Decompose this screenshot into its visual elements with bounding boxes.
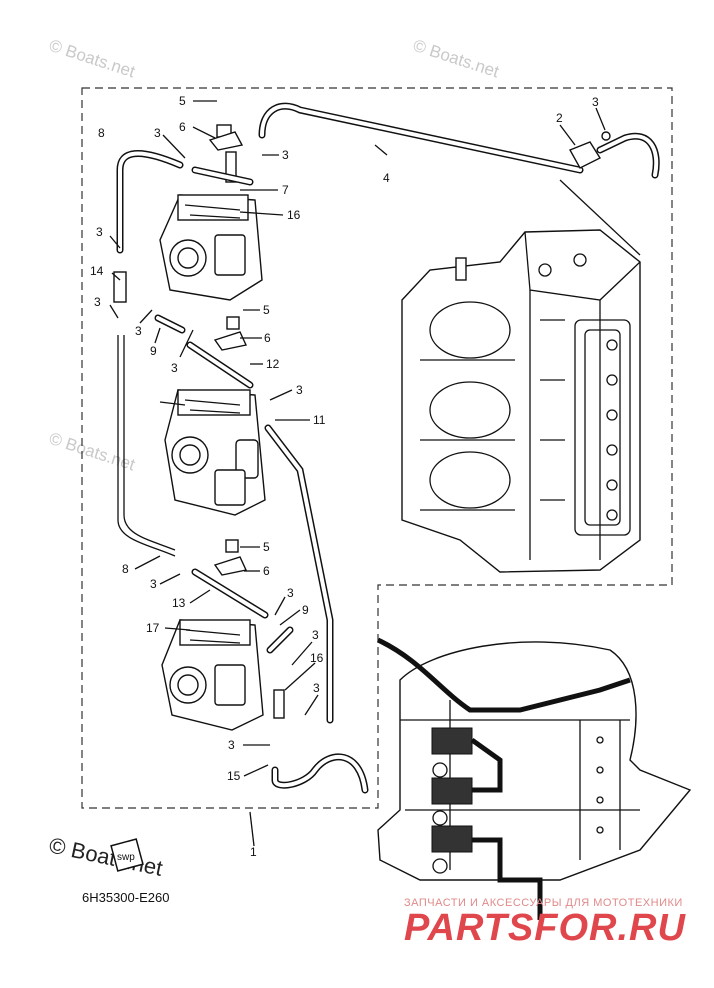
callout-3: 3 — [592, 95, 599, 109]
callout-3: 3 — [296, 383, 303, 397]
callout-9: 9 — [302, 603, 309, 617]
callout-5: 5 — [179, 94, 186, 108]
copyright-logo: © Boats.net swp — [47, 832, 165, 880]
callout-14: 15 — [227, 769, 241, 783]
callout-7: 7 — [282, 183, 289, 197]
callout-11: 12 — [266, 357, 280, 371]
carburetor-bottom — [161, 539, 269, 731]
callout-12: 13 — [172, 596, 186, 610]
callout-3: 3 — [150, 577, 157, 591]
joint — [113, 271, 127, 303]
watermark: © Boats.net — [411, 36, 502, 82]
callout-16: 16 — [287, 208, 301, 222]
brand-name: PARTSFOR.RU — [404, 907, 686, 949]
assembly-boundary — [81, 87, 673, 809]
joint — [569, 141, 602, 169]
engine-block — [401, 229, 641, 573]
fuel-hoses — [113, 150, 369, 794]
carburetor-middle — [164, 316, 266, 516]
callout-2: 2 — [556, 111, 563, 125]
callout-3: 3 — [287, 586, 294, 600]
callout-4: 4 — [383, 171, 390, 185]
callout-6: 6 — [179, 120, 186, 134]
callout-3: 3 — [135, 324, 142, 338]
callout-3: 3 — [312, 628, 319, 642]
callout-6: 6 — [263, 564, 270, 578]
callout-3: 3 — [96, 225, 103, 239]
callout-3: 3 — [154, 126, 161, 140]
outboard-cowling — [376, 637, 692, 920]
callout-3: 3 — [94, 295, 101, 309]
diagram-code: 6H35300-E260 — [82, 890, 169, 905]
carburetor-top — [159, 124, 263, 301]
callouts: 5 6 3 8 3 7 16 3 14 3 3 9 3 5 6 12 3 11 … — [90, 94, 599, 859]
callout-3: 3 — [171, 361, 178, 375]
copyright-text: © Boats.net — [47, 832, 165, 880]
callout-1: 1 — [250, 845, 257, 859]
brand-subtitle: ЗАПЧАСТИ И АКСЕССУАРЫ ДЛЯ МОТОТЕХНИКИ — [404, 897, 683, 909]
brand-logo: ЗАПЧАСТИ И АКСЕССУАРЫ ДЛЯ МОТОТЕХНИКИ PA… — [404, 897, 686, 949]
callout-13: 14 — [90, 264, 104, 278]
callout-10: 11 — [313, 413, 326, 427]
callout-5: 5 — [263, 303, 270, 317]
callout-3: 3 — [282, 148, 289, 162]
clip — [601, 131, 611, 141]
leader-lines — [109, 100, 606, 847]
callout-9: 9 — [150, 344, 157, 358]
vent-hose — [258, 102, 660, 256]
callout-6: 6 — [264, 331, 271, 345]
callout-3: 3 — [313, 681, 320, 695]
watermark: © Boats.net — [47, 36, 138, 82]
callout-8: 8 — [122, 562, 129, 576]
callout-16: 17 — [146, 621, 160, 635]
callout-5: 5 — [263, 540, 270, 554]
callout-8: 8 — [98, 126, 105, 140]
callout-3: 3 — [228, 738, 235, 752]
callout-15: 16 — [310, 651, 324, 665]
copyright-badge: swp — [117, 852, 135, 863]
